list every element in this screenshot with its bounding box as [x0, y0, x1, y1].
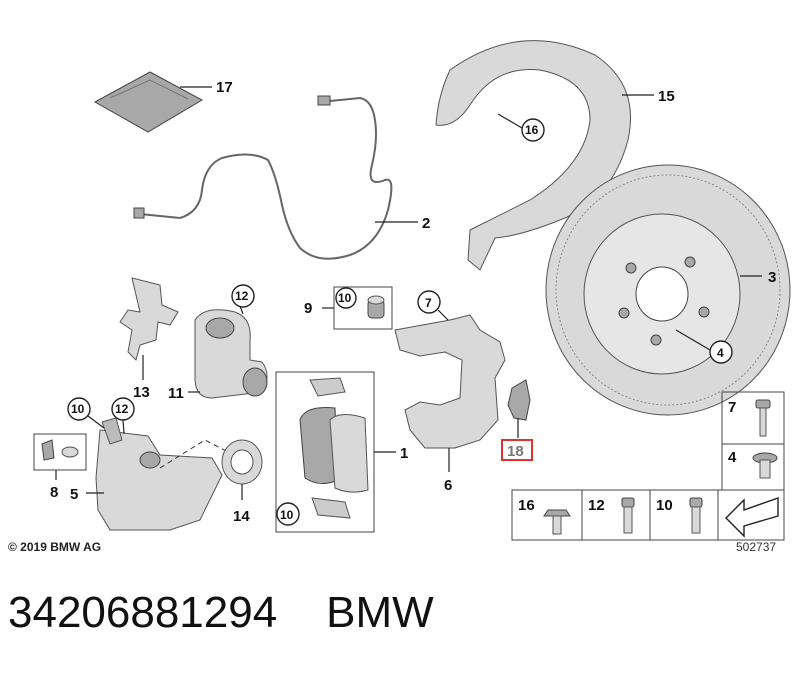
label-7b: 7	[728, 399, 736, 416]
bolt-12-shape	[621, 497, 635, 534]
callout-7a	[417, 290, 441, 314]
part-8-box	[33, 433, 87, 471]
label-9: 9	[304, 300, 312, 317]
part-number-text: 34206881294	[8, 588, 278, 637]
part-18-shape	[507, 379, 531, 421]
part-1-shape	[299, 377, 369, 519]
leader-4	[675, 329, 711, 351]
label-14: 14	[233, 508, 250, 525]
highlight-18[interactable]	[501, 439, 533, 461]
hardware-row	[511, 489, 785, 541]
label-12b: 12	[115, 402, 129, 416]
label-10b: 10	[280, 508, 294, 522]
bolt-7-shape	[755, 399, 771, 437]
part-2-plug	[317, 95, 331, 106]
part-17-shape	[93, 71, 204, 133]
hardware-grid	[511, 391, 785, 541]
callout-12a	[231, 284, 255, 308]
leader-12b	[122, 419, 125, 435]
label-13: 13	[133, 384, 150, 401]
part-8-shape	[41, 439, 79, 461]
label-7a: 7	[425, 296, 432, 310]
label-12a: 12	[235, 289, 249, 303]
callout-16a	[521, 118, 545, 142]
bolt-10-shape	[689, 497, 703, 534]
leader-10c	[87, 415, 105, 429]
bolt-4-shape	[752, 452, 778, 479]
label-16a: 16	[525, 123, 539, 137]
part-13-shape	[119, 277, 179, 361]
callout-10a	[335, 287, 357, 309]
label-16b: 16	[518, 497, 535, 514]
label-6: 6	[444, 477, 452, 494]
label-10a: 10	[338, 291, 352, 305]
label-1: 1	[400, 445, 408, 462]
label-17: 17	[216, 79, 233, 96]
part-6-shape	[394, 314, 506, 449]
label-5: 5	[70, 486, 78, 503]
callout-4	[709, 340, 733, 364]
label-4: 4	[717, 346, 724, 360]
diagram-number: 502737	[736, 540, 777, 554]
bolt-16-shape	[543, 509, 571, 535]
label-15: 15	[658, 88, 675, 105]
label-8: 8	[50, 484, 58, 501]
part-9-shape	[367, 295, 385, 319]
part-14-shape	[221, 439, 263, 485]
part-3-shape	[545, 164, 791, 416]
label-3: 3	[768, 269, 776, 286]
part-5-shape	[95, 417, 223, 531]
label-12c: 12	[588, 497, 605, 514]
arrow-icon	[725, 497, 779, 538]
part-2-shape	[139, 96, 393, 260]
caption: 34206881294 BMW	[8, 588, 434, 638]
copyright-text: © 2019 BMW AG	[8, 540, 102, 554]
label-2: 2	[422, 215, 430, 232]
part-2-connector	[133, 207, 145, 219]
brand-text: BMW	[326, 588, 434, 637]
label-4b: 4	[728, 449, 737, 466]
label-10c: 10	[71, 402, 85, 416]
callout-10c	[67, 397, 91, 421]
leader-16a	[497, 113, 523, 129]
label-10d: 10	[656, 497, 673, 514]
part-15-shape	[435, 40, 631, 271]
label-18[interactable]: 18	[507, 443, 524, 460]
label-11: 11	[168, 385, 184, 402]
part-11-shape	[194, 309, 268, 399]
callout-10b	[276, 502, 300, 526]
